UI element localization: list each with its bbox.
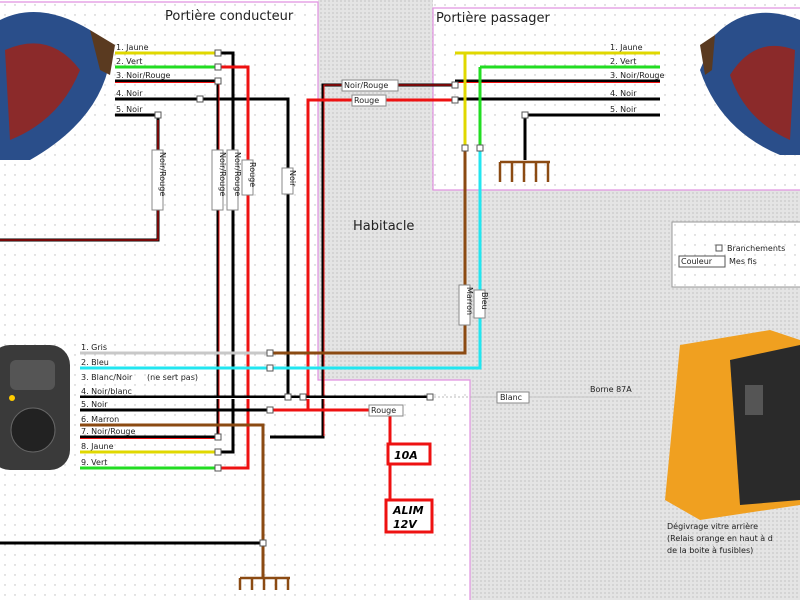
switch-wire-label: 7. Noir/Rouge — [81, 427, 136, 436]
tag-noir: Noir — [288, 170, 297, 187]
legend-connections: Branchements — [727, 244, 785, 253]
power-label-1: ALIM — [392, 504, 424, 517]
passenger-wire-labels: 1. Jaune 2. Vert 3. Noir/Rouge 4. Noir 5… — [610, 43, 665, 114]
relay-image — [665, 330, 800, 520]
passenger-wire-label: 4. Noir — [610, 89, 637, 98]
power-supply: ALIM 12V — [384, 498, 434, 534]
driver-zone-border — [0, 1, 471, 600]
wire-rouge-cabin — [306, 98, 455, 410]
cabin-title: Habitacle — [353, 219, 414, 234]
borne-label: Borne 87A — [590, 385, 632, 394]
passenger-wire-label: 1. Jaune — [610, 43, 643, 52]
relay-caption: Dégivrage vitre arrière (Relais orange e… — [667, 521, 773, 555]
driver-wire-label: 1. Jaune — [116, 43, 149, 52]
passenger-wire-label: 2. Vert — [610, 57, 636, 66]
tag-bleu: Bleu — [480, 292, 489, 310]
fuse: 10A — [386, 442, 432, 466]
passenger-wire-label: 3. Noir/Rouge — [610, 71, 665, 80]
switch-wire-label: 6. Marron — [81, 415, 119, 424]
driver-wire-labels: 1. Jaune 2. Vert 3. Noir/Rouge 4. Noir 5… — [116, 43, 171, 114]
tag-rouge-alim: Rouge — [371, 406, 396, 415]
switch-wire-label: 4. Noir/blanc — [81, 387, 132, 396]
switch-wire-label: 1. Gris — [81, 343, 107, 352]
tag-noir-rouge: Noir/Rouge — [218, 152, 227, 196]
switch-wire-label: 5. Noir — [81, 400, 108, 409]
passenger-door-switch-image — [700, 12, 800, 156]
switch-wire-labels: 1. Gris 2. Bleu 3. Blanc/Noir (ne sert p… — [81, 343, 198, 467]
driver-wire-label: 4. Noir — [116, 89, 143, 98]
passenger-door-title: Portière passager — [436, 11, 551, 26]
connection-points — [154, 49, 529, 547]
driver-door-switch-image — [0, 12, 115, 160]
tag-rouge: Rouge — [248, 162, 257, 187]
legend-box — [671, 221, 800, 288]
tag-blanc: Blanc — [500, 393, 522, 402]
fuse-label: 10A — [394, 449, 418, 462]
legend: Branchements Couleur Mes fis — [678, 244, 785, 268]
switch-wire-label: 3. Blanc/Noir — [81, 373, 133, 382]
driver-wire-label: 3. Noir/Rouge — [116, 71, 171, 80]
legend-wires: Mes fis — [729, 257, 757, 266]
driver-wire-label: 2. Vert — [116, 57, 142, 66]
tag-rouge-horizontal: Rouge — [354, 96, 379, 105]
switch-wire-label: 8. Jaune — [81, 442, 114, 451]
switch-wire-label: 9. Vert — [81, 458, 107, 467]
power-label-2: 12V — [393, 518, 418, 531]
tag-noir-rouge: Noir/Rouge — [158, 152, 167, 196]
switch-wire-label: 2. Bleu — [81, 358, 109, 367]
relay-caption-line: de la boite à fusibles) — [667, 546, 753, 555]
tag-noir-rouge-horizontal: Noir/Rouge — [344, 81, 388, 90]
relay-caption-line: (Relais orange en haut à d — [667, 534, 773, 543]
switch-wire-note: (ne sert pas) — [147, 373, 198, 382]
relay-caption-line: Dégivrage vitre arrière — [667, 521, 758, 531]
tag-noir-rouge: Noir/Rouge — [233, 152, 242, 196]
driver-door-title: Portière conducteur — [165, 9, 294, 24]
mirror-control-switch-image — [0, 345, 70, 470]
legend-color-swatch: Couleur — [681, 257, 713, 266]
driver-wire-label: 5. Noir — [116, 105, 143, 114]
wire-tags: Noir/Rouge Noir/Rouge Noir/Rouge Rouge N… — [151, 79, 530, 417]
passenger-wire-label: 5. Noir — [610, 105, 637, 114]
tag-marron: Marron — [465, 287, 474, 315]
wire-driver-noir-4 — [115, 97, 290, 397]
